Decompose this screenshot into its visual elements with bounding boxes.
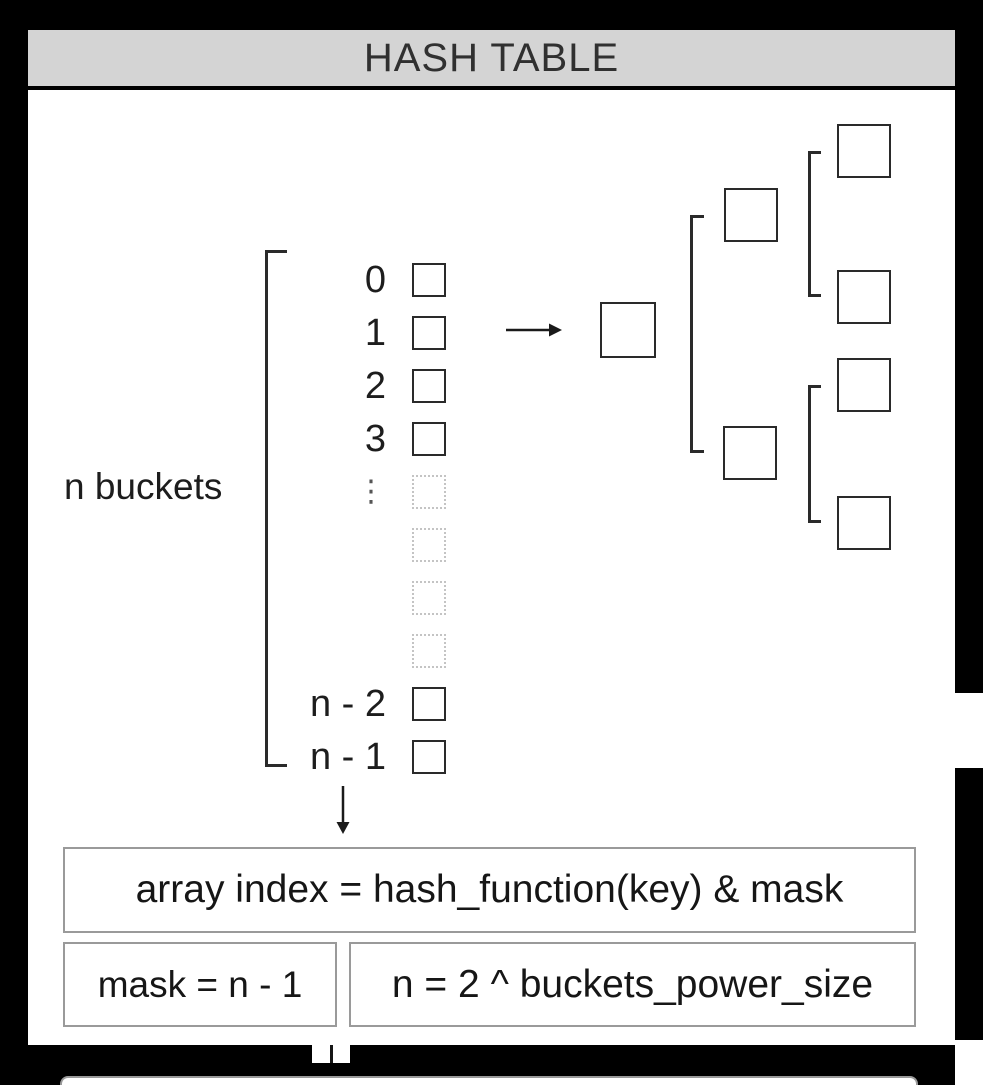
right-edge-gap (955, 693, 983, 768)
formula-mask-box: mask = n - 1 (63, 942, 337, 1027)
bucket-row (256, 571, 446, 624)
bucket-cell-dotted (412, 580, 446, 615)
title-bar: HASH TABLE (28, 30, 955, 88)
bucket-row: 0 (256, 253, 446, 306)
formula-mask-text: mask = n - 1 (97, 963, 303, 1005)
bucket-index-label: n - 1 (309, 735, 386, 778)
formula-array-index-text: array index = hash_function(key) & mask (135, 868, 844, 911)
tree-bracket-level1 (690, 215, 704, 453)
bucket-index-label: 2 (364, 364, 386, 407)
bucket-cell (412, 368, 446, 403)
bucket-index-label: 0 (364, 258, 386, 301)
bucket-cell-dotted (412, 633, 446, 668)
n-buckets-label: n buckets (64, 466, 223, 507)
formula-array-index-box: array index = hash_function(key) & mask (63, 847, 916, 933)
tree-node-upper (724, 188, 778, 242)
next-panel-box (60, 1076, 918, 1085)
page-title: HASH TABLE (363, 35, 620, 80)
bucket-row (256, 624, 446, 677)
bucket-row: n - 2 (256, 677, 446, 730)
bucket-row: ⋮ (256, 465, 446, 518)
bucket-index-label: 1 (364, 311, 386, 354)
tree-bracket-upper (808, 151, 821, 297)
arrow-stub-icon (329, 1045, 333, 1063)
arrow-down-icon (336, 786, 350, 834)
tree-bracket-lower (808, 385, 821, 523)
tree-leaf-1 (837, 124, 891, 178)
bucket-row: 1 (256, 306, 446, 359)
bucket-row (256, 518, 446, 571)
bucket-cell (412, 421, 446, 456)
bucket-array: 0 1 2 3 ⋮ (256, 253, 446, 783)
bucket-cell-dotted (412, 527, 446, 562)
bucket-index-label: 3 (364, 417, 386, 460)
bucket-cell-dotted (412, 474, 446, 509)
formula-size-box: n = 2 ^ buckets_power_size (349, 942, 916, 1027)
bucket-cell (412, 739, 446, 774)
bottom-right-gap (955, 1040, 983, 1085)
bucket-cell (412, 686, 446, 721)
tree-leaf-4 (837, 496, 891, 550)
bucket-cell (412, 315, 446, 350)
arrow-right-icon (506, 323, 562, 337)
bucket-row: n - 1 (256, 730, 446, 783)
tree-node-lower (723, 426, 777, 480)
bucket-index-label: n - 2 (309, 682, 386, 725)
bucket-row: 3 (256, 412, 446, 465)
formula-size-text: n = 2 ^ buckets_power_size (391, 962, 874, 1006)
bucket-row: 2 (256, 359, 446, 412)
diagram-area: n buckets 0 1 2 3 ⋮ (28, 90, 955, 1045)
ellipsis-dots: ⋮ (356, 474, 386, 508)
bucket-cell (412, 262, 446, 297)
tree-leaf-3 (837, 358, 891, 412)
tree-leaf-2 (837, 270, 891, 324)
buckets-bracket (265, 250, 287, 767)
next-section-gap (312, 1045, 350, 1063)
tree-node-root (600, 302, 656, 358)
